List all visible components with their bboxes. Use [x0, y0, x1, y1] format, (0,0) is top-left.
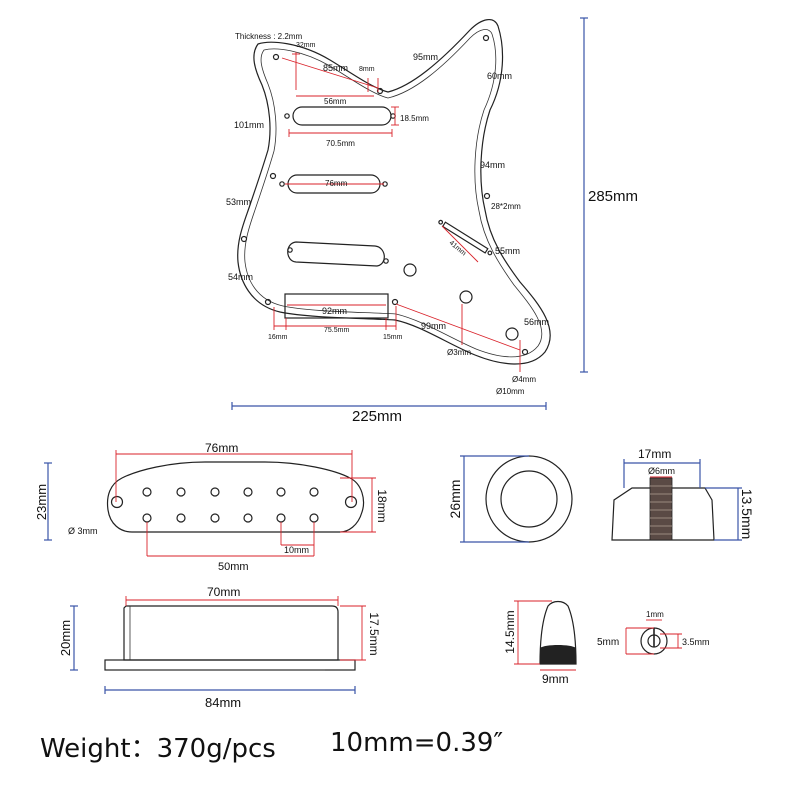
- knob-shaft-label: Ø6mm: [648, 466, 675, 476]
- pickguard-width-label: 225mm: [352, 408, 402, 425]
- dim-56mm: 56mm: [324, 97, 347, 106]
- dim-75-5mm: 75.5mm: [324, 327, 349, 334]
- switch-slot: [438, 219, 493, 256]
- pickup-slot-bridge: [287, 241, 389, 267]
- pickguard-drawing: 285mm 225mm Thickness : 2.2mm 32mm 85mm …: [226, 17, 638, 425]
- pickup-side-height-label: 20mm: [58, 620, 73, 656]
- switch-inner-label: 3.5mm: [682, 637, 710, 647]
- dim-60mm: 60mm: [487, 71, 512, 81]
- pot-hole: [459, 290, 473, 304]
- pickguard-red-dimensions: [273, 52, 521, 372]
- pot-hole: [403, 263, 417, 277]
- knob-outer-ring: [485, 455, 573, 543]
- screw-hole: [391, 298, 399, 306]
- pickup-top-width-label: 76mm: [205, 441, 238, 455]
- knob-inner-face: [500, 470, 558, 528]
- switch-tip-side: 14.5mm 9mm: [503, 600, 577, 686]
- pickup-cover-side: [123, 605, 339, 661]
- dim-3mm-hole: Ø3mm: [447, 348, 471, 357]
- pole-gap-label: 10mm: [284, 545, 309, 555]
- dim-41mm: 41mm: [448, 240, 468, 258]
- dim-95mm: 95mm: [413, 52, 438, 62]
- pickup-top-height-label: 23mm: [34, 484, 49, 520]
- dim-94mm: 94mm: [480, 160, 505, 170]
- screw-hole: [269, 172, 277, 180]
- dim-92mm: 92mm: [322, 306, 347, 316]
- knob-diameter-label: 26mm: [447, 480, 463, 519]
- pickguard-height-label: 285mm: [588, 188, 638, 205]
- knob-top-view: 26mm: [447, 455, 573, 543]
- dim-70-5mm: 70.5mm: [326, 139, 355, 148]
- switch-slot-label: 1mm: [646, 610, 664, 619]
- dim-8mm: 8mm: [359, 66, 375, 73]
- switch-tip-height-label: 14.5mm: [503, 610, 517, 653]
- screw-hole: [272, 53, 280, 61]
- pickup-top-view: 76mm 23mm 18mm Ø 3mm 50mm 10mm: [34, 441, 389, 573]
- switch-tip-width-label: 9mm: [542, 672, 569, 686]
- dim-55mm: 55mm: [495, 246, 520, 256]
- pickup-mount-hole: [110, 495, 124, 509]
- dim-10mm-hole: Ø10mm: [496, 387, 525, 396]
- knob-side-view: 17mm Ø6mm 13.5mm: [611, 447, 755, 541]
- pickguard-inner-outline: [244, 29, 543, 358]
- dim-53mm: 53mm: [226, 197, 251, 207]
- pickup-top-outline: [106, 461, 365, 533]
- dim-101mm: 101mm: [234, 120, 264, 130]
- pickup-slot-humbucker: [284, 293, 389, 319]
- pickup-side-inner-label: 17.5mm: [367, 612, 381, 655]
- knob-height-label: 13.5mm: [739, 489, 755, 540]
- switch-outer-label: 5mm: [597, 637, 619, 648]
- pickup-side-base-width-label: 84mm: [205, 695, 241, 710]
- conversion-label: 10mm=0.39″: [330, 728, 504, 758]
- switch-tip-outline: [539, 600, 577, 665]
- screw-hole: [264, 298, 272, 306]
- pole-span-label: 50mm: [218, 561, 249, 573]
- thickness-label: Thickness : 2.2mm: [235, 32, 302, 41]
- dim-18-5mm: 18.5mm: [400, 114, 429, 123]
- dim-28x2mm: 28*2mm: [491, 202, 521, 211]
- pickguard-outline: [237, 19, 551, 365]
- knob-shaft-hole: [649, 477, 673, 541]
- pickguard-blue-dimensions: [231, 17, 588, 410]
- pickup-top-inner-label: 18mm: [375, 489, 389, 522]
- dim-16mm: 16mm: [268, 334, 288, 341]
- pickup-mount-hole: [344, 495, 358, 509]
- pickup-slot-neck: [284, 106, 396, 126]
- dim-56mm-b: 56mm: [524, 317, 549, 327]
- screw-hole: [240, 235, 248, 243]
- dim-54mm: 54mm: [228, 272, 253, 282]
- dim-99mm: 99mm: [421, 321, 446, 331]
- pickup-side-view: 70mm 84mm 20mm 17.5mm: [58, 585, 381, 710]
- screw-hole: [521, 348, 529, 356]
- pot-hole: [505, 327, 519, 341]
- pickup-hole-label: Ø 3mm: [68, 526, 98, 536]
- pickguard-labels: 285mm 225mm Thickness : 2.2mm 32mm 85mm …: [226, 32, 638, 425]
- screw-hole: [376, 87, 384, 95]
- dim-15mm: 15mm: [383, 334, 403, 341]
- pickup-side-top-width-label: 70mm: [207, 585, 240, 599]
- pole-pieces: [142, 487, 319, 523]
- screw-hole: [483, 192, 491, 200]
- screw-hole: [482, 34, 490, 42]
- switch-tip-bottom: 1mm 5mm 3.5mm: [597, 610, 710, 655]
- pickup-baseplate: [104, 659, 356, 671]
- weight-label: Weight：370g/pcs: [40, 734, 276, 764]
- dim-4mm-hole: Ø4mm: [512, 375, 536, 384]
- dim-32mm: 32mm: [296, 42, 316, 49]
- knob-width-label: 17mm: [638, 447, 671, 461]
- screw-holes: [240, 34, 529, 356]
- dim-85mm: 85mm: [323, 63, 348, 73]
- dim-76mm: 76mm: [325, 179, 348, 188]
